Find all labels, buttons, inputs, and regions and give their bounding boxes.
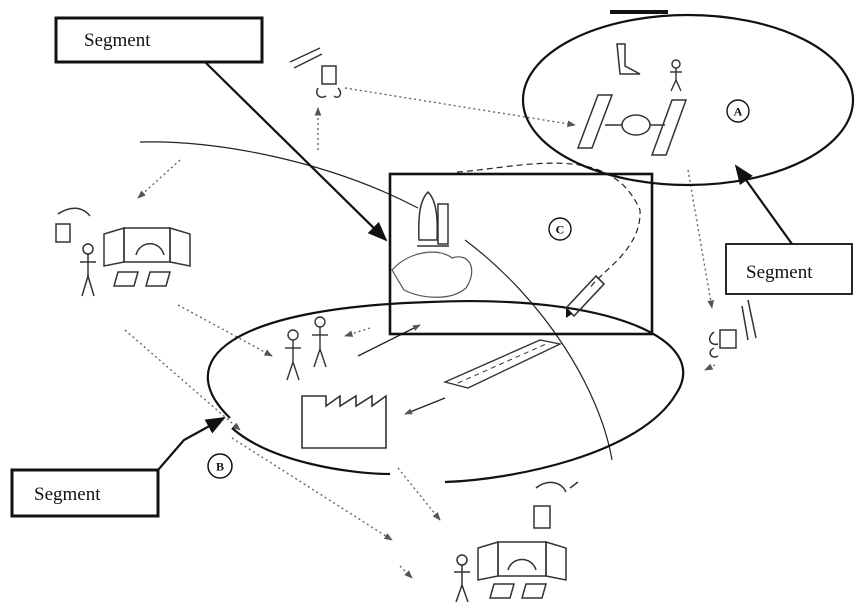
astronaut-icon [670, 59, 682, 92]
callout-arrow [157, 417, 226, 471]
laptop-right-icon [145, 271, 171, 287]
ground-segment-boundary-upper [206, 300, 685, 484]
marker-b-label: B [216, 460, 224, 474]
callout-arrow [204, 61, 388, 242]
laptop-left-icon [113, 271, 139, 287]
console-left-panel [103, 226, 125, 267]
launch-segment-boundary [388, 172, 654, 336]
console-right-panel [169, 226, 191, 267]
runway-icon [442, 339, 563, 389]
factory-icon [301, 394, 387, 449]
link-ground-to-south-ops [231, 437, 393, 541]
callout-label: Segment [34, 484, 101, 505]
link-south [397, 467, 441, 521]
space-segment-boundary [521, 13, 855, 187]
link-east [704, 363, 716, 371]
launch-ascent-path [139, 141, 419, 209]
marker-b [207, 453, 233, 479]
callout-box [725, 243, 853, 295]
callout-segment-right: Segment [725, 164, 853, 295]
trajectories [139, 141, 641, 461]
marker-a-label: A [734, 105, 743, 119]
communication-links [124, 87, 716, 579]
callout-segment-bottom: Segment [10, 417, 226, 518]
launch-plume-icon [391, 251, 473, 298]
return-vehicle-icon [564, 274, 606, 318]
descent-path [464, 239, 613, 461]
marker-c-label: C [556, 223, 565, 237]
callout-label: Segment [746, 262, 813, 283]
link-south-tail [399, 565, 413, 579]
link-west-long [124, 329, 241, 431]
marker-a [726, 99, 750, 123]
callout-arrow [734, 164, 793, 245]
callout-label: Segment [84, 30, 151, 51]
link-ground-to-launch [344, 327, 371, 337]
launch-vehicle-icon [417, 190, 449, 247]
link-station-to-east-antenna [687, 169, 715, 309]
ground-station-east [708, 299, 757, 358]
antenna-base-icon [55, 223, 71, 243]
callout-box [54, 16, 264, 64]
dish-icon [535, 481, 567, 493]
dish-icon [57, 207, 91, 217]
crew-to-launch-arrow [357, 324, 421, 357]
ground-station-south [454, 481, 579, 602]
link-space-to-station [344, 87, 576, 128]
space-segment: A [521, 10, 855, 187]
link-ground-west-arc [137, 159, 181, 199]
ground-segment: B [206, 300, 685, 484]
link-west-ops-to-ground [177, 304, 273, 357]
station-transfer-path [456, 162, 641, 289]
marker-c [548, 217, 572, 241]
ground-station-west [55, 207, 191, 297]
module-icon [616, 43, 641, 75]
ground-crew-icon [285, 316, 328, 381]
console-center-panel [123, 227, 171, 263]
callout-segment-top: Segment [54, 16, 388, 242]
ground-station-north [289, 47, 342, 99]
runway-to-factory-arrow [404, 397, 446, 415]
space-station-icon [576, 94, 688, 156]
launch-segment: C [388, 172, 654, 336]
ground-segment-boundary-lower [231, 427, 391, 476]
callout-box [10, 468, 160, 518]
